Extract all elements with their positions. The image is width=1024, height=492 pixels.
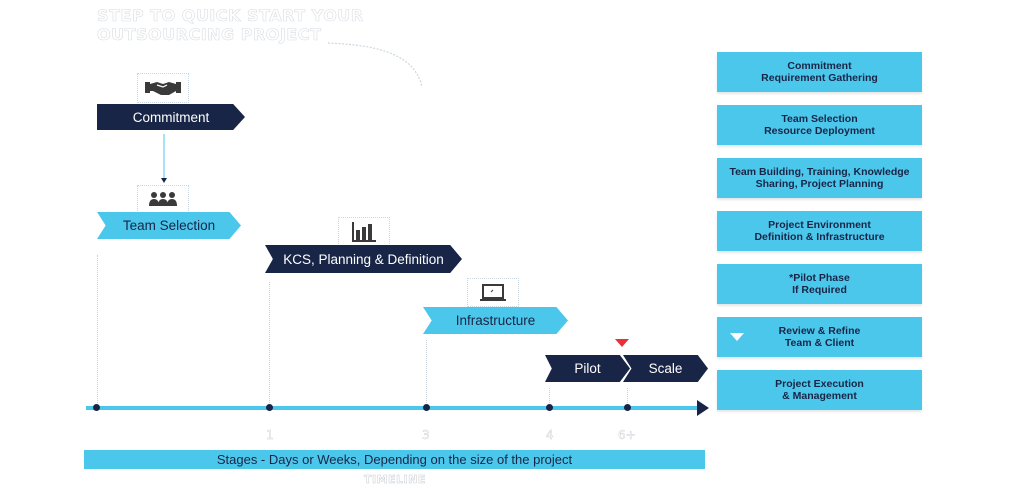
side-box-line1: Project Execution <box>775 377 864 390</box>
stage-label: Commitment <box>132 109 210 125</box>
stage-kcs-planning-definition: KCS, Planning & Definition <box>265 245 462 273</box>
stages-caption-bar: Stages - Days or Weeks, Depending on the… <box>84 450 705 469</box>
side-box-line1: Project Environment <box>768 218 871 231</box>
side-box-line2: & Management <box>782 390 857 402</box>
timeline-dot <box>93 404 100 411</box>
timeline-dot <box>423 404 430 411</box>
stage-commitment: Commitment <box>97 104 245 130</box>
side-box-project-execution: Project Execution & Management <box>717 370 922 410</box>
timeline-tick: 6+ <box>618 428 636 442</box>
timeline-dot <box>266 404 273 411</box>
guide-line <box>97 255 98 403</box>
timeline-dot <box>546 404 553 411</box>
side-box-review-refine: Review & Refine Team & Client <box>717 317 922 357</box>
stage-label: KCS, Planning & Definition <box>283 251 444 267</box>
timeline-tick: 3 <box>422 428 430 442</box>
side-box-line1: Team Building, Training, Knowledge <box>729 165 910 178</box>
diagram-title: STEP TO QUICK START YOUR OUTSOURCING PRO… <box>97 6 364 45</box>
side-box-team-building: Team Building, Training, Knowledge Shari… <box>717 158 922 198</box>
curved-arrow-icon <box>327 42 423 88</box>
bar-chart-icon-box <box>338 217 390 246</box>
title-line-2: OUTSOURCING PROJECT <box>97 25 322 45</box>
side-box-line2: If Required <box>792 284 847 296</box>
side-box-line2: Team & Client <box>784 337 855 349</box>
guide-line <box>549 388 550 403</box>
timeline-label: TIMELINE <box>364 473 426 487</box>
side-box-line2: Sharing, Project Planning <box>755 178 884 190</box>
side-box-line1: Review & Refine <box>778 324 861 337</box>
stage-infrastructure: Infrastructure <box>423 307 568 334</box>
side-box-line2: Definition & Infrastructure <box>754 231 885 243</box>
stage-label: Infrastructure <box>455 313 536 328</box>
timeline-arrow-icon <box>697 400 709 416</box>
team-icon <box>149 192 177 206</box>
stage-label: Scale <box>648 361 683 376</box>
timeline-axis <box>86 406 698 410</box>
side-box-line1: Team Selection <box>781 112 858 125</box>
handshake-icon <box>145 82 181 95</box>
side-box-commitment: Commitment Requirement Gathering <box>717 52 922 92</box>
side-box-team-selection: Team Selection Resource Deployment <box>717 105 922 145</box>
timeline-tick: 1 <box>266 428 274 442</box>
side-box-project-environment: Project Environment Definition & Infrast… <box>717 211 922 251</box>
review-marker-icon <box>730 333 744 341</box>
guide-line <box>627 388 628 403</box>
guide-line <box>269 282 270 403</box>
side-box-line2: Resource Deployment <box>764 125 875 137</box>
current-stage-marker-icon <box>615 339 629 347</box>
timeline-dot <box>624 404 631 411</box>
stage-team-selection: Team Selection <box>97 212 241 239</box>
stage-scale: Scale <box>623 355 708 382</box>
team-icon-box <box>137 185 189 213</box>
laptop-icon <box>480 283 506 301</box>
connector-arrow-icon <box>161 134 167 183</box>
stage-label: Team Selection <box>122 218 216 233</box>
title-line-1: STEP TO QUICK START YOUR <box>97 6 364 26</box>
side-box-line1: Commitment <box>787 59 852 72</box>
bar-chart-icon <box>352 221 376 242</box>
guide-line <box>426 340 427 403</box>
handshake-icon-box <box>137 73 189 103</box>
stages-caption: Stages - Days or Weeks, Depending on the… <box>216 452 573 467</box>
side-box-line1: *Pilot Phase <box>789 271 850 284</box>
stage-pilot: Pilot <box>545 355 630 382</box>
side-box-pilot-phase: *Pilot Phase If Required <box>717 264 922 304</box>
side-box-line2: Requirement Gathering <box>761 72 878 84</box>
stage-label: Pilot <box>574 361 601 376</box>
laptop-icon-box <box>467 278 519 307</box>
timeline-tick: 4 <box>546 428 554 442</box>
